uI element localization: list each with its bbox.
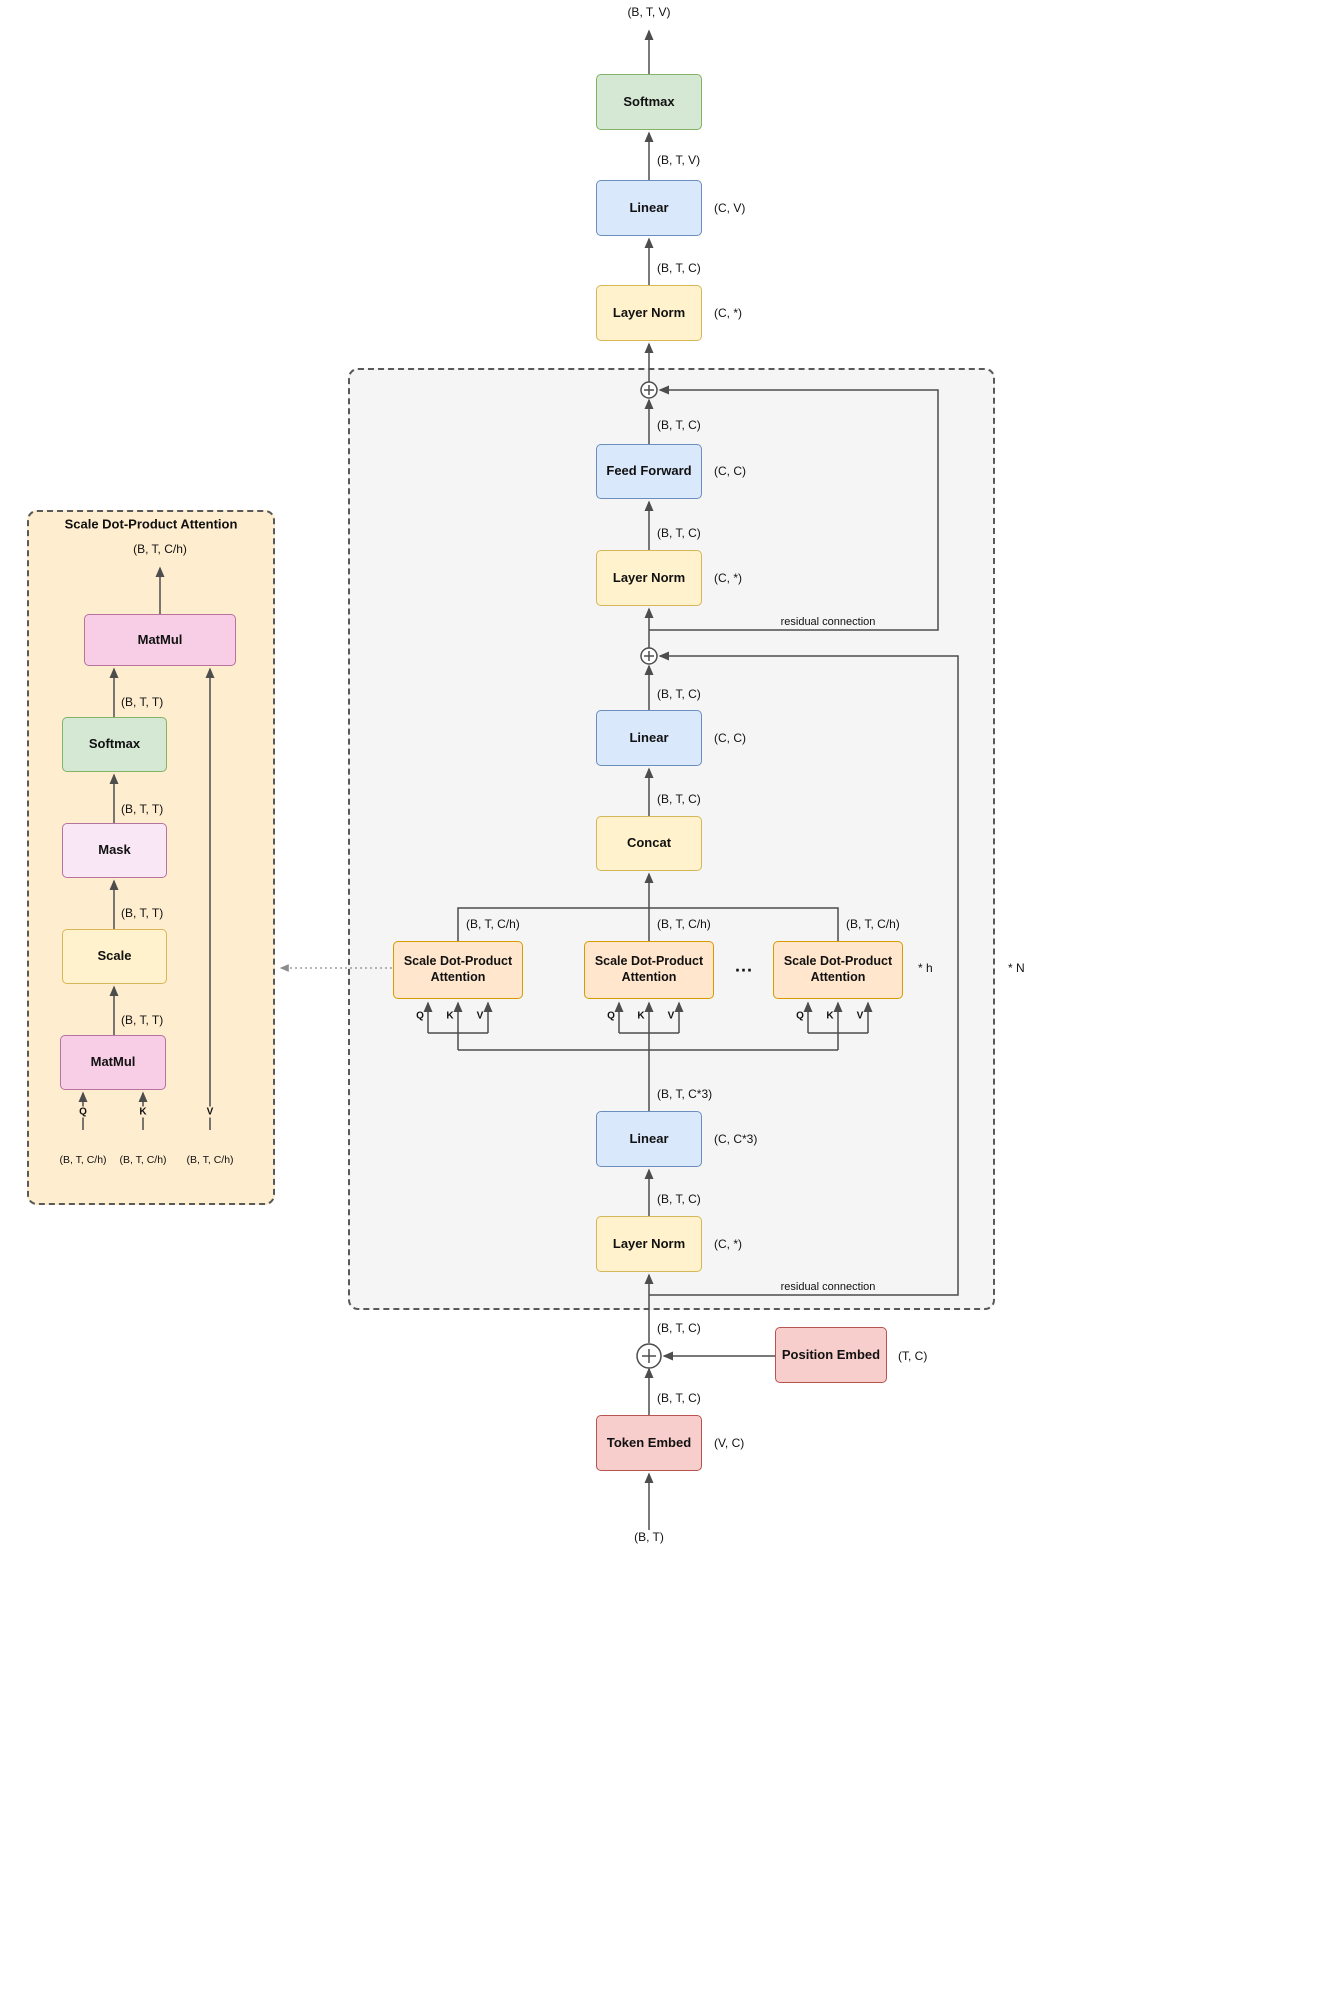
softmax-output-box: Softmax [596,74,702,130]
q-label: Q [796,1010,804,1022]
linear-proj-box: Linear [596,710,702,766]
detail-mask-box: Mask [62,823,167,878]
shape-label: (B, T, C) [657,1391,701,1405]
residual-connection-label: residual connection [780,616,876,628]
shape-label: (B, T, C) [657,1321,701,1335]
attention-head-1-box: Scale Dot-Product Attention [393,941,523,999]
q-label: Q [416,1010,424,1022]
weight-shape-label: (V, C) [714,1436,745,1450]
output-shape-label: (B, T, V) [627,5,671,19]
shape-label: (B, T, C) [657,1192,701,1206]
shape-label: (B, T, C) [657,792,701,806]
position-embed-box: Position Embed [775,1327,887,1383]
layer-norm-2-box: Layer Norm [596,550,702,606]
attention-head-2-box: Scale Dot-Product Attention [584,941,714,999]
shape-label: (B, T, C/h) [59,1154,107,1166]
detail-title: Scale Dot-Product Attention [64,516,238,532]
feed-forward-box: Feed Forward [596,444,702,499]
concat-box: Concat [596,816,702,871]
shape-label: (B, T, C) [657,526,701,540]
v-label: V [476,1010,484,1022]
input-shape-label: (B, T) [634,1530,664,1544]
detail-softmax-box: Softmax [62,717,167,772]
attention-head-h-box: Scale Dot-Product Attention [773,941,903,999]
weight-shape-label: (C, *) [714,571,742,585]
shape-label: (B, T, T) [121,695,164,709]
detail-matmul-out-box: MatMul [84,614,236,666]
token-embed-box: Token Embed [596,1415,702,1471]
q-label: Q [77,1106,89,1118]
residual-connection-label: residual connection [780,1281,876,1293]
weight-shape-label: (C, C) [714,464,746,478]
layer-norm-1-box: Layer Norm [596,1216,702,1272]
v-label: V [667,1010,675,1022]
k-label: K [826,1010,834,1022]
detail-output-shape-label: (B, T, C/h) [133,542,187,556]
shape-label: (B, T, T) [121,906,164,920]
times-h-label: * h [918,961,933,975]
linear-head-box: Linear [596,180,702,236]
weight-shape-label: (T, C) [898,1349,928,1363]
weight-shape-label: (C, V) [714,201,746,215]
shape-label: (B, T, C/h) [846,917,900,931]
weight-shape-label: (C, C*3) [714,1132,758,1146]
shape-label: (B, T, C/h) [657,917,711,931]
shape-label: (B, T, T) [121,802,164,816]
shape-label: (B, T, V) [657,153,701,167]
q-label: Q [607,1010,615,1022]
shape-label: (B, T, C) [657,261,701,275]
detail-matmul-in-box: MatMul [60,1035,166,1090]
k-label: K [637,1010,645,1022]
shape-label: (B, T, C*3) [657,1087,713,1101]
weight-shape-label: (C, *) [714,306,742,320]
k-label: K [137,1106,149,1118]
weight-shape-label: (C, *) [714,1237,742,1251]
v-label: V [204,1106,216,1118]
shape-label: (B, T, T) [121,1013,164,1027]
linear-qkv-box: Linear [596,1111,702,1167]
shape-label: (B, T, C/h) [186,1154,234,1166]
k-label: K [446,1010,454,1022]
add-circle-icon [636,1343,662,1369]
layer-norm-final-box: Layer Norm [596,285,702,341]
times-n-label: * N [1008,961,1025,975]
shape-label: (B, T, C) [657,418,701,432]
detail-scale-box: Scale [62,929,167,984]
shape-label: (B, T, C) [657,687,701,701]
v-label: V [856,1010,864,1022]
heads-ellipsis-label: ... [734,955,754,976]
weight-shape-label: (C, C) [714,731,746,745]
shape-label: (B, T, C/h) [119,1154,167,1166]
shape-label: (B, T, C/h) [466,917,520,931]
